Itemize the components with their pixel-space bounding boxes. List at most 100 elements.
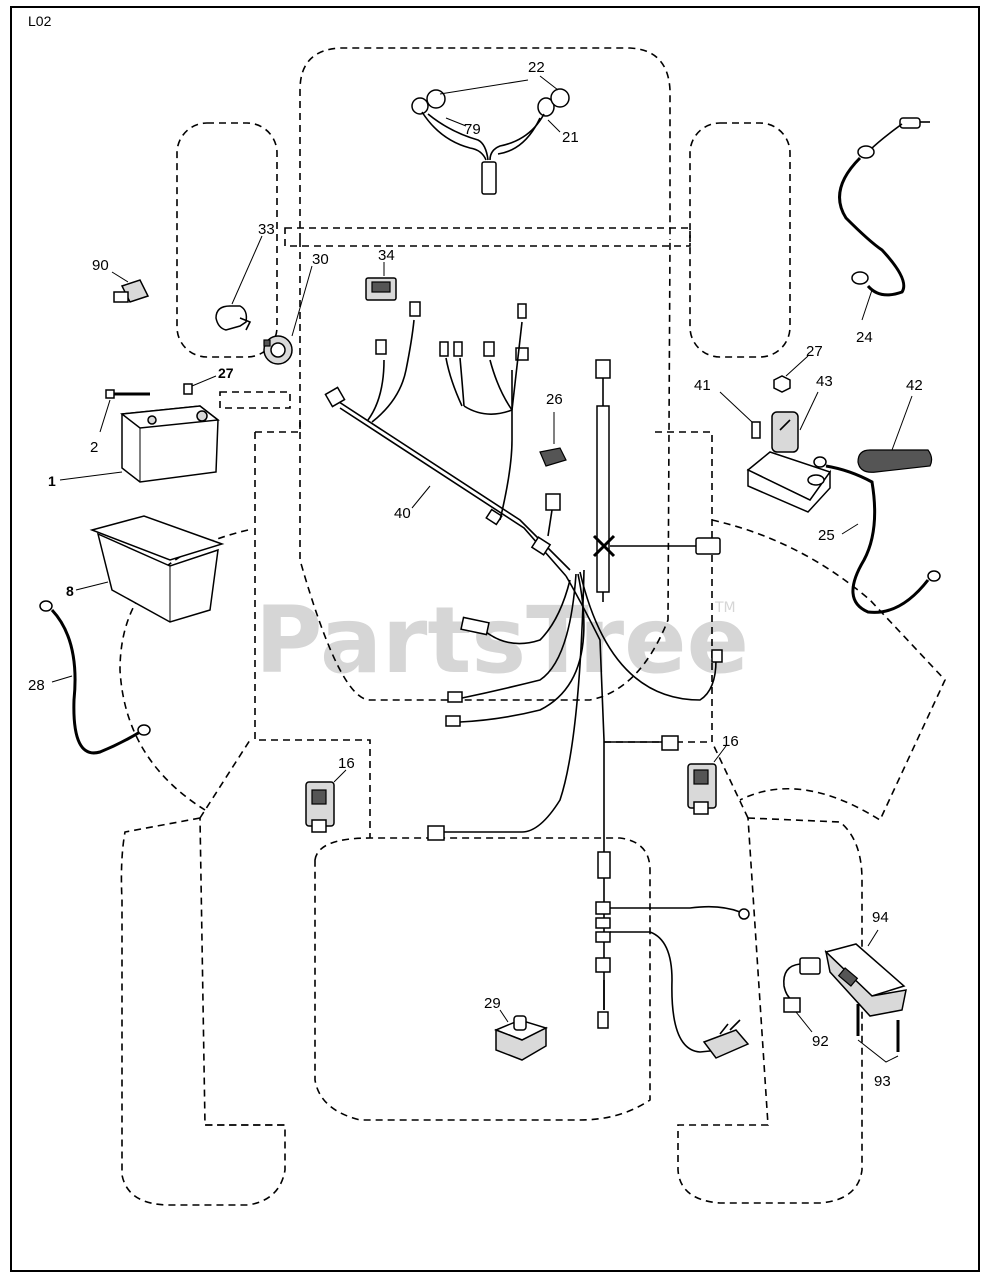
leader-42	[891, 395, 913, 451]
callout-1: 1	[48, 473, 56, 489]
diagram-frame	[10, 6, 980, 1272]
headlight-bulb-left	[411, 97, 429, 115]
rear-right-wheel	[677, 817, 863, 1204]
dash-panel-outline	[284, 227, 691, 247]
headlight-connector	[481, 161, 497, 195]
front-left-wheel	[176, 122, 278, 358]
battery-cable-28[interactable]	[39, 600, 151, 755]
callout-16-left: 16	[338, 755, 355, 772]
rear-connector-cluster[interactable]	[702, 1019, 750, 1059]
leader-79	[445, 117, 467, 127]
callout-22: 22	[528, 59, 545, 76]
leader-16-right	[713, 745, 727, 763]
leader-29	[499, 1009, 509, 1023]
callout-2: 2	[90, 439, 98, 456]
ignition-key[interactable]	[215, 305, 252, 331]
battery[interactable]	[120, 405, 220, 483]
callout-16-right: 16	[722, 733, 739, 750]
leader-93	[857, 1039, 899, 1063]
headlight-wire-left	[421, 111, 487, 161]
callout-90: 90	[92, 257, 109, 274]
battery-bolt[interactable]	[105, 389, 150, 399]
fuse-26[interactable]	[539, 447, 567, 467]
tractor-outline	[119, 47, 946, 1206]
screws-93[interactable]	[856, 1004, 900, 1052]
harness-connector-a	[324, 386, 346, 408]
battery-tray[interactable]	[89, 515, 225, 623]
headlight-bulb-right	[537, 97, 555, 117]
leader-33	[231, 235, 263, 305]
main-wire-harness[interactable]	[324, 301, 750, 1053]
leader-28	[51, 675, 73, 683]
battery-cable-24[interactable]	[838, 117, 930, 297]
interlock-switch-left[interactable]	[305, 781, 335, 833]
hood-outline	[299, 47, 671, 240]
callout-30: 30	[312, 251, 329, 268]
leader-41	[719, 391, 753, 423]
leader-27-right	[785, 355, 809, 377]
callout-27-right: 27	[806, 343, 823, 360]
leader-22-left	[439, 79, 529, 95]
leader-27-left	[191, 375, 217, 387]
callout-40: 40	[394, 505, 411, 522]
terminal-boot-42[interactable]	[857, 449, 933, 473]
leader-94	[867, 929, 879, 947]
seat-switch[interactable]	[493, 1015, 549, 1061]
leader-90	[111, 271, 129, 283]
headlight-bulb-left-base	[426, 89, 446, 109]
callout-28: 28	[28, 677, 45, 694]
starter-solenoid[interactable]	[746, 411, 832, 513]
headlight-bulb-right-base	[550, 88, 570, 108]
left-frame-rail	[254, 420, 371, 838]
ignition-switch[interactable]	[263, 335, 293, 365]
battery-cable-25[interactable]	[813, 456, 941, 614]
rear-left-wheel	[120, 817, 286, 1206]
leader-16-left	[333, 769, 347, 783]
hardware-27-right[interactable]	[773, 375, 791, 393]
harness-branch-tube[interactable]	[592, 359, 721, 602]
callout-41: 41	[694, 377, 711, 394]
switch-assembly-94[interactable]	[824, 943, 907, 1017]
callout-25: 25	[818, 527, 835, 544]
callout-92: 92	[812, 1033, 829, 1050]
callout-24: 24	[856, 329, 873, 346]
callout-93: 93	[874, 1073, 891, 1090]
headlight-harness[interactable]	[411, 88, 570, 195]
leader-2	[99, 399, 111, 433]
leader-24	[861, 289, 873, 321]
leader-1	[59, 471, 123, 481]
leader-43	[799, 391, 819, 431]
hood-lower-outline	[299, 239, 671, 701]
leader-30	[291, 265, 313, 337]
callout-34: 34	[378, 247, 395, 264]
rear-body-outline	[314, 837, 651, 1121]
headlight-wire-right	[489, 113, 545, 161]
hardware-27-left[interactable]	[183, 383, 193, 395]
watermark-tm: TM	[714, 600, 736, 616]
rear-deck-left	[199, 739, 285, 1126]
leader-40	[411, 485, 431, 509]
switch-90[interactable]	[113, 279, 150, 303]
wire-lead-92[interactable]	[783, 957, 821, 1013]
leader-21	[547, 119, 561, 133]
leader-22-right	[539, 75, 559, 91]
callout-33: 33	[258, 221, 275, 238]
switch-34[interactable]	[365, 277, 397, 301]
interlock-switch-right[interactable]	[687, 763, 717, 815]
leader-92	[795, 1011, 813, 1033]
front-right-wheel	[689, 122, 791, 358]
page-label: L02	[28, 13, 52, 29]
callout-8: 8	[66, 583, 74, 599]
callout-27-left: 27	[218, 365, 234, 381]
harness-main-sheath	[335, 399, 571, 571]
callout-79: 79	[464, 121, 481, 138]
callout-94: 94	[872, 909, 889, 926]
headlight-wire-right2	[497, 117, 541, 155]
mower-deck-right	[711, 519, 946, 822]
callout-42: 42	[906, 377, 923, 394]
mower-deck-left	[119, 529, 249, 811]
rear-deck-right	[711, 741, 749, 819]
callout-21: 21	[562, 129, 579, 146]
headlight-wire-left2	[427, 113, 489, 161]
